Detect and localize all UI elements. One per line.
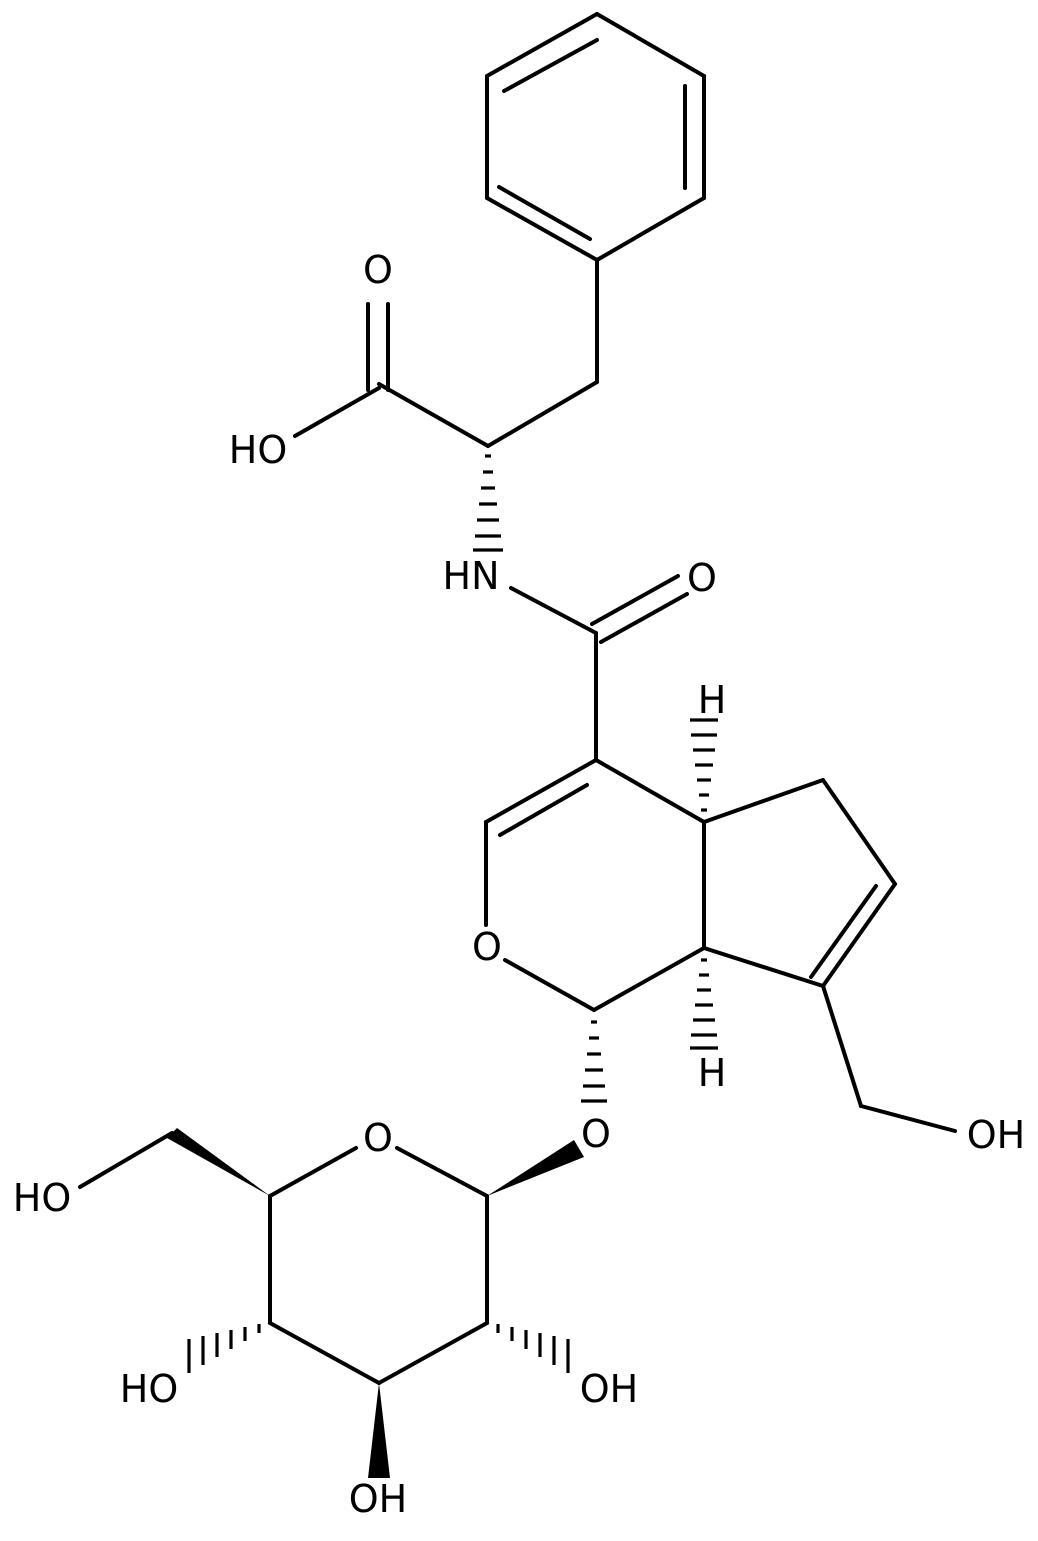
phenylalanine-backbone bbox=[293, 258, 599, 552]
atom-h-ring-top: H bbox=[698, 678, 727, 722]
amide-group bbox=[509, 574, 689, 762]
atom-o-pyran: O bbox=[472, 925, 502, 969]
solid-wedge-c5-c6 bbox=[167, 1128, 270, 1196]
phenyl-ring bbox=[485, 12, 706, 262]
atom-oh-c2: OH bbox=[580, 1367, 638, 1411]
hashed-wedge-h-bottom bbox=[690, 958, 718, 1050]
atom-oh-c4: HO bbox=[120, 1367, 178, 1411]
atom-o-sugar-ring: O bbox=[363, 1116, 393, 1160]
hashed-wedge-h-top bbox=[690, 718, 718, 812]
atom-o-carbonyl-acid: O bbox=[363, 248, 393, 292]
pyran-ring bbox=[484, 758, 706, 1012]
atom-oh-acid: HO bbox=[229, 428, 287, 472]
atom-o-amide: O bbox=[687, 556, 717, 600]
atom-oh-hydroxymethyl: OH bbox=[967, 1113, 1025, 1157]
cyclopentene-ring bbox=[702, 778, 957, 1133]
atom-nh: HN bbox=[443, 554, 500, 598]
atom-oh-c3: OH bbox=[349, 1477, 407, 1521]
atom-h-ring-bottom: H bbox=[698, 1051, 727, 1095]
hashed-wedge-c4-oh bbox=[187, 1324, 261, 1373]
solid-wedge-c1-o bbox=[487, 1140, 584, 1196]
hashed-wedge-c2-oh bbox=[496, 1324, 570, 1373]
hashed-wedge-glycosidic-o bbox=[581, 1020, 607, 1103]
atom-oh-c6: HO bbox=[13, 1176, 71, 1220]
solid-wedge-c3-oh bbox=[368, 1383, 390, 1478]
glucose-ring bbox=[78, 1128, 584, 1478]
atom-o-glycosidic: O bbox=[581, 1112, 611, 1156]
hashed-wedge-alpha-n bbox=[473, 454, 503, 552]
